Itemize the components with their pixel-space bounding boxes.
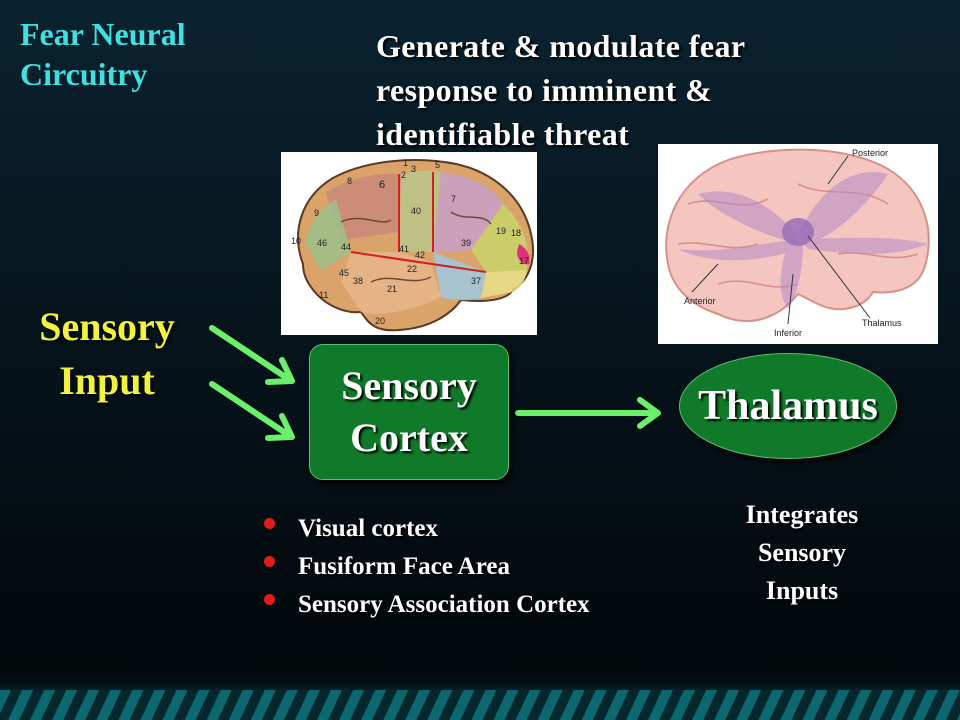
bullet-item: Fusiform Face Area [264, 548, 594, 586]
brodmann-label: 7 [451, 194, 456, 204]
sensory-cortex-line: Sensory [341, 363, 477, 408]
brodmann-label: 22 [407, 264, 417, 274]
brodmann-label: 6 [379, 179, 385, 191]
brodmann-label: 11 [319, 290, 328, 300]
bullet-dot-icon [264, 594, 275, 605]
brodmann-label: 37 [471, 276, 481, 286]
brodmann-label: 17 [519, 256, 529, 266]
sensory-input-line: Input [59, 358, 155, 403]
anterior-label: Anterior [684, 296, 716, 306]
slide-subtitle: Generate & modulate fear response to imm… [376, 28, 745, 152]
brodmann-label: 18 [511, 228, 521, 238]
arrow-cortex-to-thalamus [515, 397, 661, 429]
brodmann-label: 3 [411, 164, 416, 174]
brodmann-label: 39 [461, 238, 471, 248]
bullet-text: Visual cortex [298, 515, 439, 542]
integrates-line: Integrates [745, 500, 859, 529]
bullet-text: Sensory Association Cortex [298, 591, 590, 618]
posterior-label: Posterior [852, 148, 888, 158]
integrates-line: Sensory [757, 538, 847, 567]
sensory-cortex-box: Sensory Cortex [309, 344, 509, 480]
bullet-dot-icon [264, 518, 275, 529]
thalamus-brain-image: Posterior Anterior Inferior Thalamus [658, 144, 938, 344]
brodmann-label: 10 [291, 236, 301, 246]
brodmann-label: 5 [435, 160, 440, 170]
brodmann-label: 38 [353, 276, 363, 286]
sensory-input-line: Sensory [39, 304, 175, 349]
brodmann-brain-image: 1 2 3 5 6 7 8 9 10 11 17 18 19 20 21 22 … [281, 152, 537, 335]
brodmann-label: 46 [317, 238, 327, 248]
brodmann-label: 42 [415, 250, 425, 260]
brodmann-label: 2 [401, 170, 406, 180]
brodmann-label: 21 [387, 284, 397, 294]
slide-title: Fear Neural Circuitry [20, 16, 186, 92]
brodmann-label: 44 [341, 242, 351, 252]
brodmann-label: 1 [403, 158, 408, 168]
footer-stripes [0, 690, 960, 720]
brodmann-label: 41 [399, 244, 409, 254]
bullet-item: Sensory Association Cortex [264, 586, 594, 624]
brodmann-label: 45 [339, 268, 349, 278]
sensory-cortex-line: Cortex [350, 415, 468, 460]
arrow-input-to-cortex-upper [209, 325, 295, 385]
thalamus-ellipse: Thalamus [679, 353, 897, 459]
brodmann-label: 40 [411, 206, 421, 216]
brodmann-label: 9 [314, 208, 319, 218]
brodmann-label: 19 [496, 226, 506, 236]
arrow-input-to-cortex-lower [209, 381, 295, 441]
integrates-line: Inputs [765, 576, 839, 605]
inferior-label: Inferior [774, 328, 802, 338]
sensory-input-label: Sensory Input [18, 300, 196, 408]
thalamus-image-label: Thalamus [862, 318, 902, 328]
bullet-text: Fusiform Face Area [298, 553, 510, 580]
brodmann-label: 20 [375, 316, 385, 326]
integrates-caption: Integrates Sensory Inputs [712, 496, 892, 610]
thalamus-label: Thalamus [698, 383, 878, 429]
bullet-item: Visual cortex [264, 510, 594, 548]
brodmann-label: 8 [347, 176, 352, 186]
bullet-dot-icon [264, 556, 275, 567]
cortex-bullet-list: Visual cortex Fusiform Face Area Sensory… [264, 510, 594, 624]
